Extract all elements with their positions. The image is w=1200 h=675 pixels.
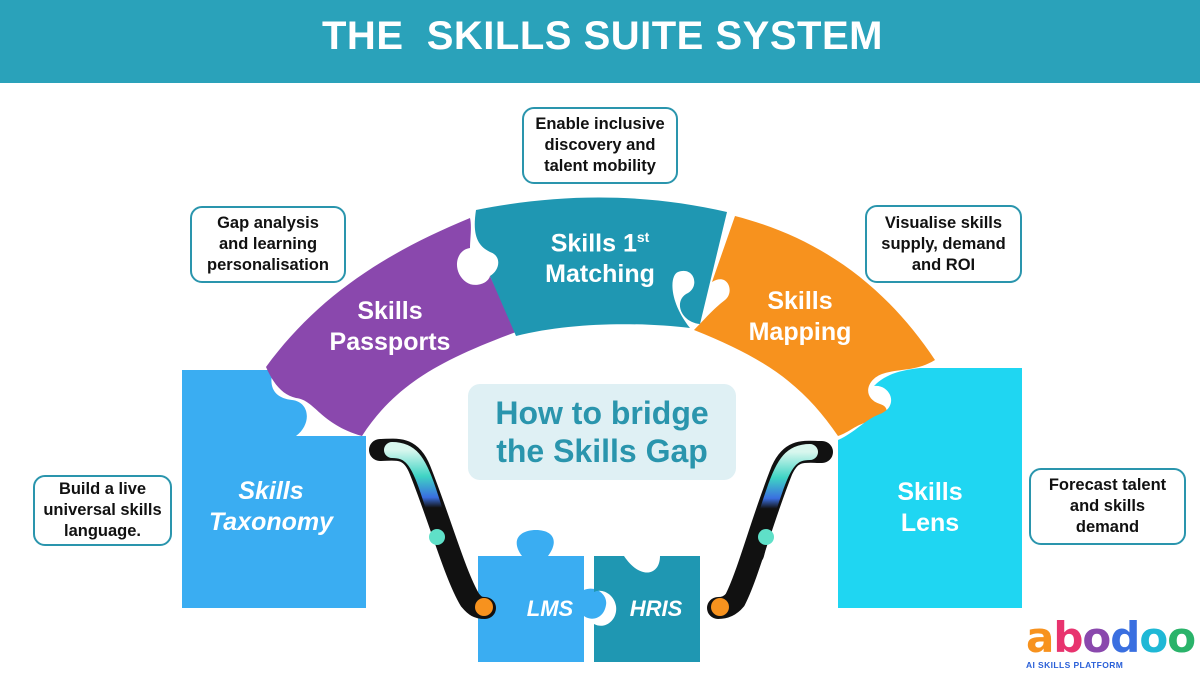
label-line: Passports: [329, 328, 451, 356]
logo-letter: o: [1139, 613, 1168, 662]
callout-line: Forecast talent: [1048, 476, 1167, 494]
label-line: Matching: [545, 260, 655, 289]
callout-line: and ROI: [911, 255, 976, 274]
logo-letter: o: [1082, 613, 1111, 662]
label-line: Mapping: [748, 318, 852, 346]
callout-matching: Enable inclusive discovery and talent mo…: [522, 107, 678, 184]
callout-line: discovery and: [544, 136, 656, 154]
hris-label: HRIS: [629, 596, 683, 621]
skills-matching-label: Skills 1st Matching: [530, 222, 670, 290]
label-sup: st: [636, 229, 650, 245]
hris-piece: [594, 556, 700, 662]
left-connector-end: [475, 598, 493, 616]
right-connector-end: [711, 598, 729, 616]
callout-line: and skills: [1069, 497, 1146, 515]
callout-taxonomy: Build a live universal skills language.: [33, 475, 172, 546]
label-text: Skills 1: [550, 229, 637, 258]
callout-passports: Gap analysis and learning personalisatio…: [190, 206, 346, 283]
label-line: Skills: [357, 297, 423, 325]
logo-letter: a: [1026, 613, 1054, 662]
label-line: Skills: [897, 478, 963, 506]
left-connector-glow: [384, 442, 456, 563]
skills-lens-label: Skills Lens: [860, 477, 1000, 539]
callout-line: Gap analysis: [217, 214, 319, 232]
center-line: the Skills Gap: [496, 433, 708, 469]
lms-piece: [478, 530, 607, 662]
skills-lens-piece: [838, 368, 1022, 608]
abodoo-logo: abodoo AI SKILLS PLATFORM: [1026, 617, 1196, 672]
callout-line: language.: [63, 522, 141, 540]
callout-line: Build a live: [58, 480, 147, 498]
callout-line: demand: [1075, 518, 1140, 536]
lms-label: LMS: [526, 596, 574, 621]
callout-mapping: Visualise skills supply, demand and ROI: [865, 205, 1022, 283]
label-line: Taxonomy: [208, 508, 334, 536]
skills-mapping-label: Skills Mapping: [730, 286, 870, 348]
label-line: Skills: [767, 287, 833, 315]
page-title: THE SKILLS SUITE SYSTEM: [322, 14, 883, 58]
center-heading: How to bridge the Skills Gap: [468, 384, 736, 480]
callout-lens: Forecast talent and skills demand: [1029, 468, 1186, 545]
label-line: Skills: [238, 477, 304, 505]
logo-tagline: AI SKILLS PLATFORM: [1026, 660, 1124, 670]
callout-line: Visualise skills: [884, 213, 1003, 232]
left-connector-node: [429, 529, 445, 545]
skills-passports-piece: [266, 218, 516, 436]
right-connector-node: [758, 529, 774, 545]
callout-line: and learning: [218, 235, 318, 253]
callout-line: talent mobility: [544, 157, 656, 175]
skills-taxonomy-label: Skills Taxonomy: [200, 476, 342, 538]
logo-letter: b: [1053, 613, 1083, 662]
callout-line: personalisation: [207, 256, 329, 274]
logo-wordmark: abodoo: [1026, 617, 1196, 659]
skills-taxonomy-piece: [182, 370, 366, 608]
label-line: Skills 1st: [530, 222, 670, 259]
callout-line: universal skills: [43, 501, 162, 519]
callout-line: Enable inclusive: [535, 115, 665, 133]
label-line: Lens: [900, 509, 960, 537]
logo-letter: d: [1110, 613, 1140, 662]
logo-letter: o: [1167, 613, 1196, 662]
skills-passports-label: Skills Passports: [320, 296, 460, 358]
center-line: How to bridge: [495, 395, 709, 431]
callout-line: supply, demand: [881, 234, 1006, 253]
skills-matching-piece: [474, 197, 727, 336]
skills-mapping-piece: [694, 216, 935, 436]
header-bar: THE SKILLS SUITE SYSTEM: [0, 0, 1200, 83]
